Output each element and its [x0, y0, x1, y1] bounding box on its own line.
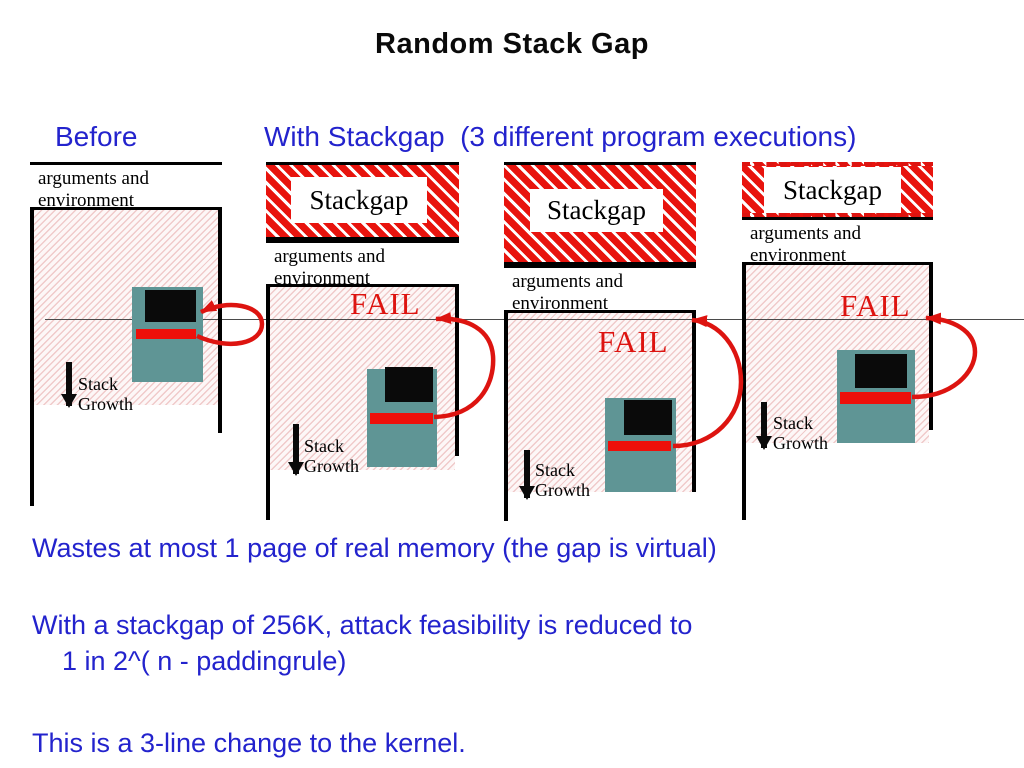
label-with-stackgap: With Stackgap (3 different program execu…	[264, 121, 857, 152]
column-right-border	[455, 162, 459, 456]
slide-title: Random Stack Gap	[375, 28, 649, 60]
args-env-box: arguments and environment	[742, 217, 933, 266]
return-address-bar	[370, 413, 433, 424]
column-left-border	[742, 162, 746, 520]
return-address-bar	[608, 441, 671, 451]
fail-label: FAIL	[350, 286, 421, 321]
stackgap-label: Stackgap	[764, 167, 901, 213]
stack-growth-label: Stack Growth	[773, 413, 828, 454]
note-feasibility-line1: With a stackgap of 256K, attack feasibil…	[32, 610, 693, 640]
fail-label: FAIL	[598, 324, 669, 359]
return-address-bar	[136, 329, 196, 339]
column-right-border	[929, 162, 933, 430]
label-before: Before	[55, 121, 138, 152]
overflow-buffer	[145, 290, 196, 322]
column-right-border	[218, 162, 222, 433]
stack-growth-label: Stack Growth	[304, 436, 359, 477]
predicted-return-target-line	[45, 319, 1024, 320]
note-memory-waste: Wastes at most 1 page of real memory (th…	[32, 533, 717, 563]
return-address-bar	[840, 392, 911, 404]
args-env-box: arguments and environment	[504, 265, 696, 314]
note-kernel-change: This is a 3-line change to the kernel.	[32, 728, 466, 758]
overflow-buffer	[385, 367, 433, 402]
stack-growth-label: Stack Growth	[78, 374, 133, 415]
fail-label: FAIL	[840, 288, 911, 323]
note-feasibility-line2: 1 in 2^( n - paddingrule)	[62, 646, 347, 676]
column-left-border	[30, 162, 34, 506]
overflow-buffer	[624, 400, 672, 435]
column-left-border	[266, 162, 270, 520]
stack-growth-label: Stack Growth	[535, 460, 590, 501]
args-env-box: arguments and environment	[30, 162, 222, 211]
overflow-buffer	[855, 354, 907, 388]
args-env-box: arguments and environment	[266, 240, 459, 289]
stackgap-label: Stackgap	[291, 177, 427, 223]
column-left-border	[504, 162, 508, 521]
stackgap-label: Stackgap	[530, 189, 663, 232]
